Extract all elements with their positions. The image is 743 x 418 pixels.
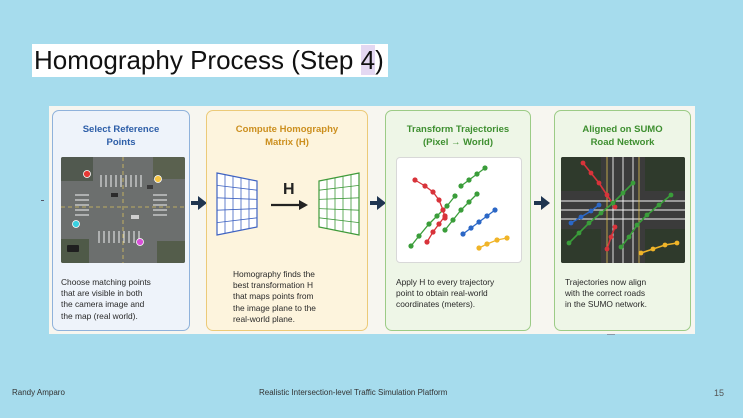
- step-title-line: (Pixel → World): [422, 137, 494, 148]
- step-title: Select Reference Points: [53, 123, 189, 149]
- step-card-compute-homography: Compute Homography Matrix (H) H Homograp…: [206, 110, 368, 331]
- step-description-line: the camera image and: [61, 299, 145, 310]
- arrow-right-icon: [191, 196, 207, 210]
- slide-title: Homography Process (Step 4): [32, 44, 388, 77]
- step-title-line: Aligned on SUMO: [582, 124, 663, 135]
- slide-title-main: Homography Process (Step: [34, 45, 361, 75]
- page-number: 15: [714, 388, 725, 398]
- step-description-line: Choose matching points: [61, 277, 151, 287]
- step-description-line: with the correct roads: [565, 288, 646, 299]
- step-description-line: the image plane to the: [233, 302, 316, 313]
- step-description-line: in the SUMO network.: [565, 299, 647, 310]
- step-description: Trajectories now align with the correct …: [565, 277, 684, 311]
- slide-title-end: ): [375, 45, 384, 75]
- arrow-right-icon: [370, 196, 386, 210]
- trajectory-plot: [396, 157, 522, 263]
- divider: [41, 200, 44, 201]
- step-title-line: Matrix (H): [265, 137, 309, 148]
- step-description: Homography finds the best transformation…: [233, 269, 361, 325]
- step-title: Compute Homography Matrix (H): [207, 123, 367, 149]
- step-title-line: Road Network: [590, 137, 655, 148]
- step-description-line: coordinates (meters).: [396, 299, 476, 310]
- sumo-network-image: [561, 157, 685, 263]
- step-description-line: that are visible in both: [61, 288, 143, 299]
- step-description-line: Trajectories now align: [565, 277, 647, 287]
- step-title: Transform Trajectories (Pixel → World): [386, 123, 530, 149]
- divider: [607, 334, 615, 335]
- step-description: Choose matching points that are visible …: [61, 277, 183, 322]
- world-plane-grid-icon: [318, 172, 360, 236]
- step-title-line: Compute Homography: [235, 124, 339, 135]
- step-description-line: point to obtain real-world: [396, 288, 488, 299]
- step-card-select-points: Select Reference Points: [52, 110, 190, 331]
- step-card-transform-trajectories: Transform Trajectories (Pixel → World): [385, 110, 531, 331]
- step-title-line: Transform Trajectories: [406, 124, 510, 135]
- matrix-h-label: H: [283, 181, 295, 198]
- arrow-right-icon: [271, 200, 308, 210]
- step-description-line: the map (real world).: [61, 310, 138, 321]
- step-description-line: Apply H to every trajectory: [396, 277, 495, 287]
- step-description: Apply H to every trajectory point to obt…: [396, 277, 524, 311]
- step-card-aligned-sumo: Aligned on SUMO Road Network: [554, 110, 691, 331]
- step-description-line: Homography finds the: [233, 269, 315, 279]
- step-title: Aligned on SUMO Road Network: [555, 123, 690, 149]
- step-title-line: Select Reference: [82, 124, 160, 135]
- footer-author: Randy Amparo: [12, 388, 65, 397]
- image-plane-grid-icon: [216, 172, 258, 236]
- homography-diagram: Select Reference Points: [49, 106, 695, 334]
- step-title-line: Points: [106, 137, 136, 148]
- slide-title-highlight: 4: [360, 45, 376, 75]
- step-description-line: best transformation H: [233, 280, 314, 291]
- arrow-right-icon: [534, 196, 550, 210]
- step-description-line: real-world plane.: [233, 313, 295, 324]
- step-description-line: that maps points from: [233, 291, 314, 302]
- camera-intersection-image: [61, 157, 185, 263]
- footer-platform-title: Realistic Intersection-level Traffic Sim…: [259, 388, 448, 397]
